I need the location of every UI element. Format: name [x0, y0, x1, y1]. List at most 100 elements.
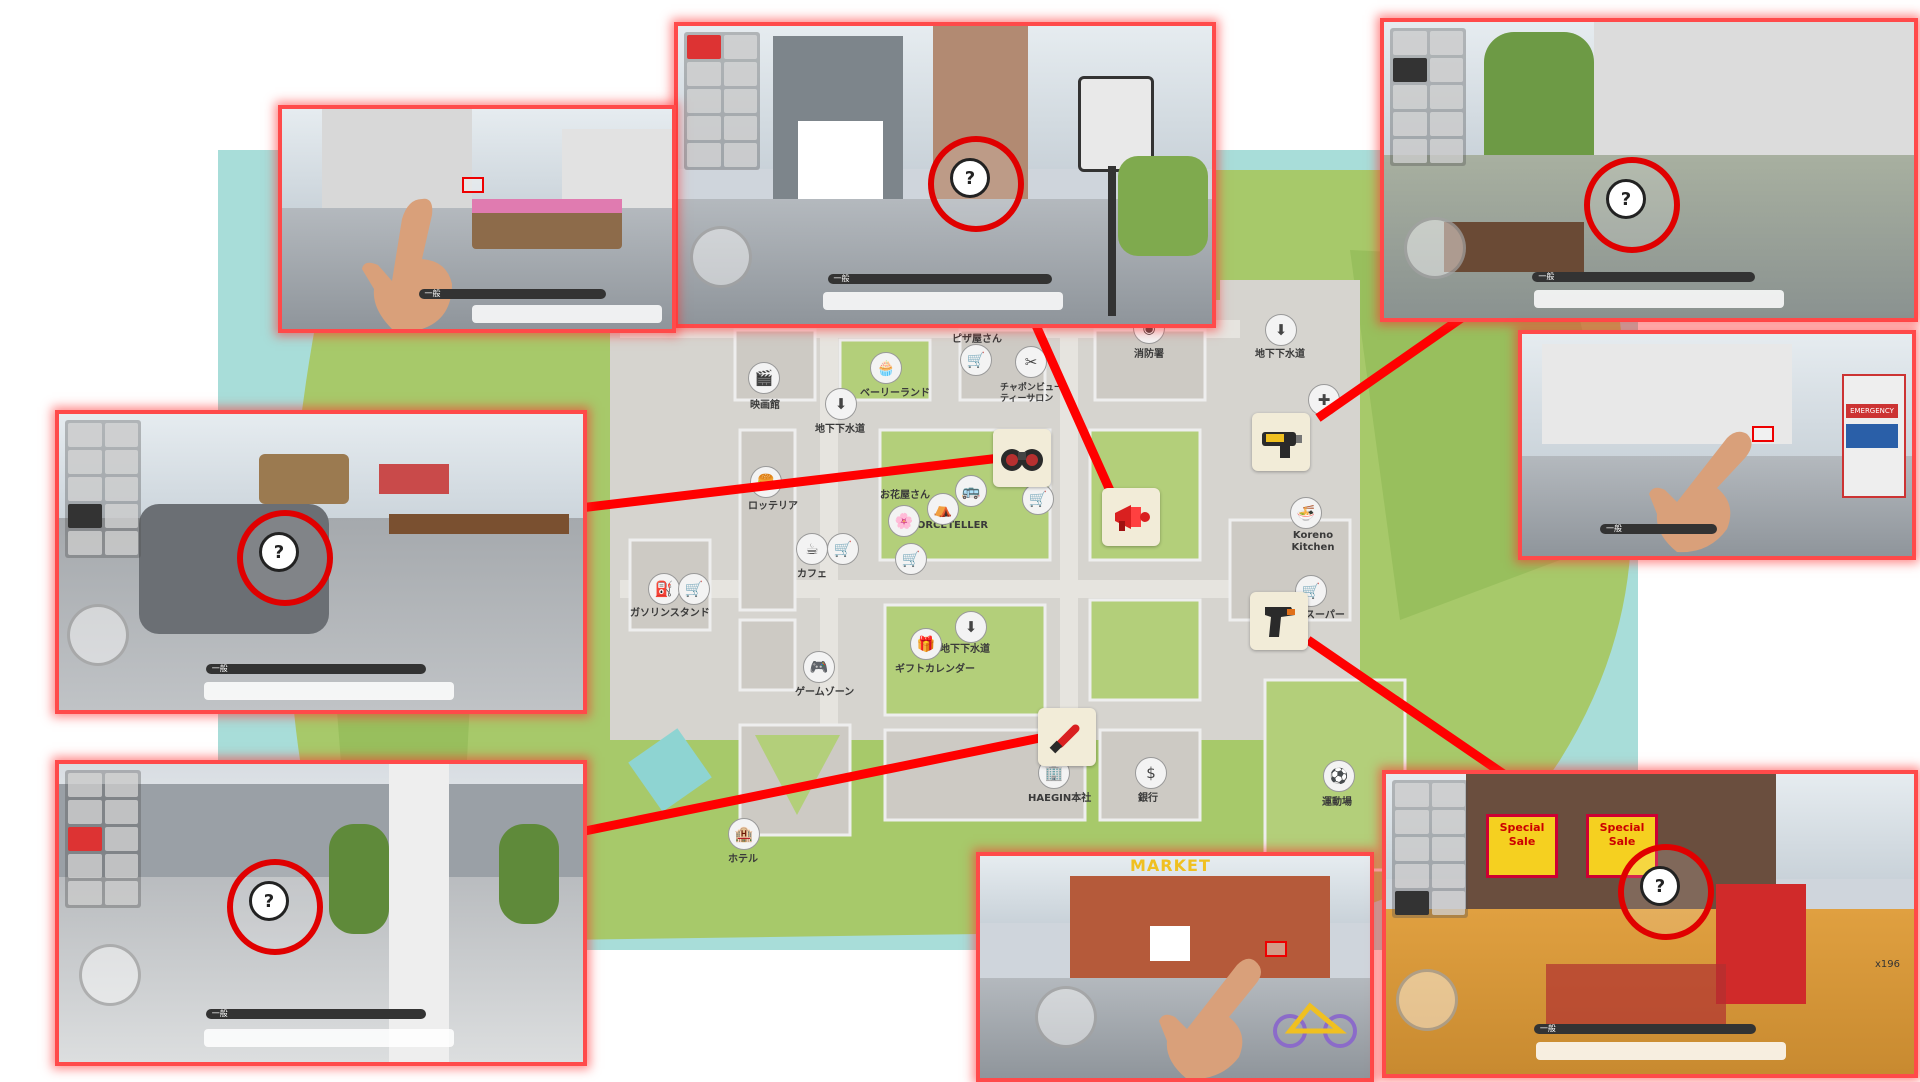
sale-poster: Special Sale — [1586, 814, 1658, 878]
map-label-gift: ギフトカレンダー — [895, 664, 975, 675]
cart-icon[interactable]: 🛒 — [827, 533, 859, 565]
map-label-subway2: 地下下水道 — [1255, 349, 1305, 360]
speech-balloon-icon[interactable]: ? — [950, 158, 990, 198]
map-label-subway1: 地下下水道 — [815, 424, 865, 435]
binoculars-item-icon[interactable] — [993, 429, 1051, 487]
subway-icon[interactable]: ⬇ — [825, 388, 857, 420]
map-label-cafe: カフェ — [797, 569, 827, 580]
gas-icon[interactable]: ⛽ — [648, 573, 680, 605]
scissors-icon[interactable]: ✂ — [1015, 346, 1047, 378]
map-label-gas: ガソリンスタンド — [630, 608, 710, 619]
gamepad-icon[interactable]: 🎮 — [803, 651, 835, 683]
map-road — [620, 580, 1240, 598]
joystick[interactable] — [1404, 217, 1466, 279]
bank-icon[interactable]: $ — [1135, 757, 1167, 789]
screenshot-tap-market: MARKET — [976, 852, 1374, 1082]
cafe-icon[interactable]: ☕ — [796, 533, 828, 565]
map-label-pizza: ピザ屋さん — [952, 334, 1002, 345]
cart-icon[interactable]: 🛒 — [678, 573, 710, 605]
speech-balloon-icon[interactable]: ? — [259, 532, 299, 572]
map-block — [738, 428, 797, 612]
pointing-hand-icon — [1649, 431, 1752, 553]
map-label-salon: チャポンビューティーサロン — [1000, 383, 1063, 404]
bus-icon[interactable]: 🚌 — [955, 475, 987, 507]
toolbar[interactable] — [1536, 1042, 1786, 1060]
chat-bar[interactable]: 一般 — [418, 289, 606, 299]
joystick[interactable] — [1396, 969, 1458, 1031]
speech-balloon-icon[interactable]: ? — [1606, 179, 1646, 219]
tap-marker — [462, 177, 484, 193]
joystick[interactable] — [67, 604, 129, 666]
cart-icon[interactable]: 🛒 — [1022, 483, 1054, 515]
bakery-icon[interactable]: 🧁 — [870, 352, 902, 384]
joystick[interactable] — [79, 944, 141, 1006]
speech-balloon-icon[interactable]: ? — [249, 881, 289, 921]
map-label-eiga: 映画館 — [750, 400, 780, 411]
flower-icon[interactable]: 🌸 — [888, 505, 920, 537]
inventory-panel[interactable] — [1390, 28, 1466, 166]
screenshot-tap-hospital: EMERGENCY 一般 — [1518, 330, 1916, 560]
map-road — [820, 320, 838, 750]
highlight-circle — [928, 136, 1024, 232]
hotel-icon[interactable]: 🏨 — [728, 818, 760, 850]
megaphone-item-icon[interactable] — [1102, 488, 1160, 546]
inventory-panel[interactable] — [65, 420, 141, 558]
chat-bar[interactable]: 一般 — [205, 1009, 426, 1019]
coin-count: x196 — [1874, 959, 1900, 970]
joystick[interactable] — [690, 226, 752, 288]
lottery-icon[interactable]: 🍔 — [750, 466, 782, 498]
hospital-sign: EMERGENCY — [1846, 404, 1898, 418]
subway-icon[interactable]: ⬇ — [1265, 314, 1297, 346]
toolbar[interactable] — [204, 682, 454, 700]
speech-balloon-icon[interactable]: ? — [1640, 866, 1680, 906]
screenshot-megaphone: ? 一般 — [674, 22, 1216, 328]
taser-item-icon[interactable] — [1252, 413, 1310, 471]
chat-bar[interactable]: 一般 — [1600, 524, 1717, 534]
chat-bar[interactable]: 一般 — [1533, 1024, 1756, 1034]
bicycle-icon — [1273, 1002, 1357, 1048]
medical-icon[interactable]: ✚ — [1308, 384, 1340, 416]
toolbar[interactable] — [472, 305, 662, 323]
map-block — [738, 618, 797, 692]
highlight-circle — [1618, 844, 1714, 940]
stun-gun-item-icon[interactable] — [1250, 592, 1308, 650]
chat-bar[interactable]: 一般 — [205, 664, 426, 674]
tap-marker — [1752, 426, 1774, 442]
map-label-fire: 消防署 — [1134, 349, 1164, 360]
pointing-hand-icon — [362, 198, 452, 329]
joystick[interactable] — [1035, 986, 1097, 1048]
map-label-hotel: ホテル — [728, 854, 758, 865]
cart-icon[interactable]: 🛒 — [895, 543, 927, 575]
map-label-super: スーパー — [1305, 610, 1345, 621]
chat-bar[interactable]: 一般 — [1532, 272, 1755, 282]
map-label-bank: 銀行 — [1138, 793, 1158, 804]
toolbar[interactable] — [823, 292, 1063, 310]
fortune-icon[interactable]: ⛺ — [927, 493, 959, 525]
map-block — [733, 328, 817, 402]
pointing-hand-icon — [1159, 958, 1261, 1078]
flare-stick-item-icon[interactable] — [1038, 708, 1096, 766]
sale-poster: Special Sale — [1486, 814, 1558, 878]
movie-icon[interactable]: 🎬 — [748, 362, 780, 394]
pizza-icon[interactable]: 🛒 — [960, 344, 992, 376]
screenshot-binoculars: ? 一般 — [55, 410, 587, 714]
toolbar[interactable] — [1534, 290, 1784, 308]
gift-icon[interactable]: 🎁 — [910, 628, 942, 660]
chat-bar[interactable]: 一般 — [827, 274, 1052, 284]
toolbar[interactable] — [204, 1029, 454, 1047]
map-label-game: ゲームゾーン — [795, 687, 855, 698]
screenshot-tap-city: 一般 — [278, 105, 676, 333]
subway-icon[interactable]: ⬇ — [955, 611, 987, 643]
inventory-panel[interactable] — [684, 32, 760, 170]
map-label-lottery: ロッテリア — [748, 501, 798, 512]
koreno-icon[interactable]: 🍜 — [1290, 497, 1322, 529]
map-label-subway3: 地下下水道 — [940, 644, 990, 655]
tap-marker — [1265, 941, 1287, 957]
map-block — [1088, 598, 1202, 702]
screenshot-flare: ? 一般 — [55, 760, 587, 1066]
inventory-panel[interactable] — [65, 770, 141, 908]
sports-icon[interactable]: ⚽ — [1323, 760, 1355, 792]
map-label-forceteller: FORCETELLER — [910, 520, 989, 531]
inventory-panel[interactable] — [1392, 780, 1468, 918]
screenshot-taser: ? 一般 — [1380, 18, 1918, 322]
